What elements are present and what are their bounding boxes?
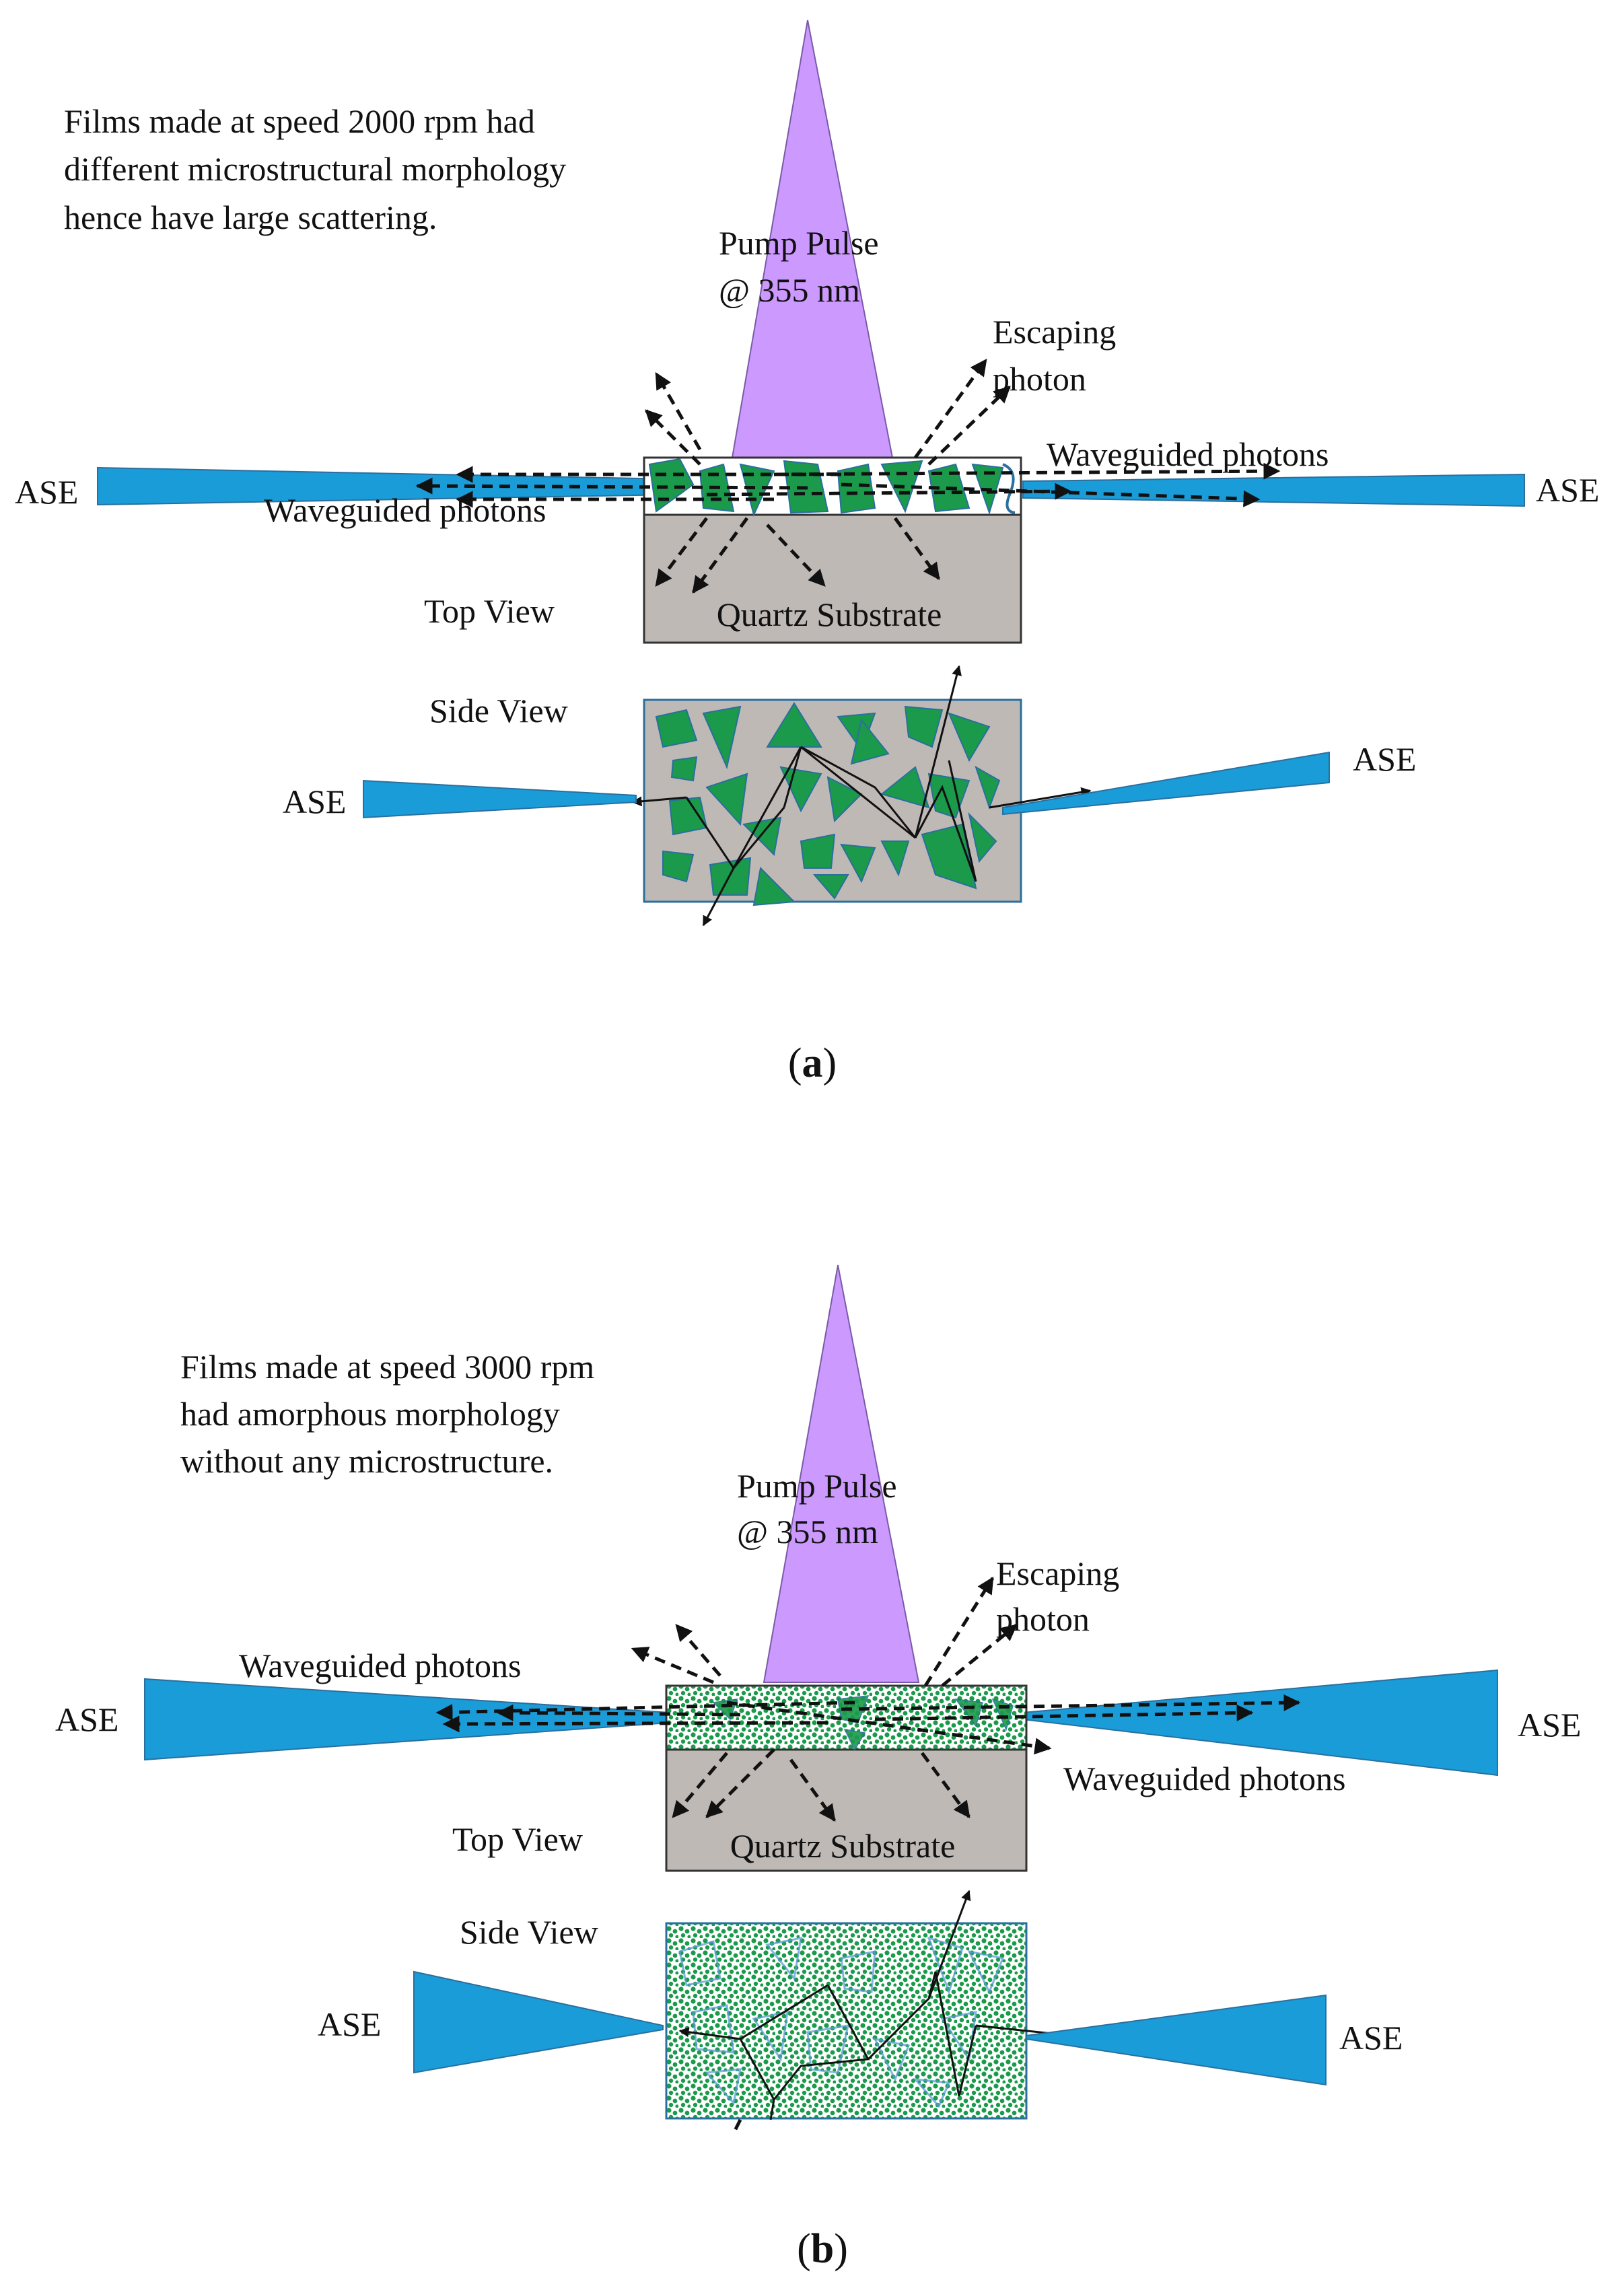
ase-side-wedge-left	[413, 1970, 664, 2074]
waveguided-label-left: Waveguided photons	[239, 1647, 522, 1684]
side-view-label: Side View	[460, 1913, 598, 1951]
note-line-2: different microstructural morphology	[64, 150, 566, 188]
pump-label-1: Pump Pulse	[737, 1467, 897, 1505]
ase-label-top-right: ASE	[1518, 1706, 1581, 1744]
waveguided-label-right: Waveguided photons	[1063, 1760, 1346, 1797]
ase-side-wedge-left	[363, 779, 637, 819]
ase-label-top-left: ASE	[15, 473, 78, 511]
pump-label-2: @ 355 nm	[737, 1513, 878, 1550]
top-view-label: Top View	[424, 592, 555, 630]
ase-label-side-left: ASE	[283, 783, 346, 820]
note-line-1: Films made at speed 3000 rpm	[180, 1348, 594, 1386]
note-line-3: without any microstructure.	[180, 1442, 553, 1480]
escaping-label-2: photon	[996, 1600, 1090, 1638]
top-view-label: Top View	[452, 1820, 583, 1858]
ase-label-side-right: ASE	[1353, 740, 1416, 778]
ase-label-side-left: ASE	[318, 2005, 381, 2043]
waveguided-label-left: Waveguided photons	[264, 491, 546, 529]
caption-b: (b)	[797, 2226, 848, 2272]
ase-wedge-left	[144, 1678, 670, 1761]
substrate-label: Quartz Substrate	[717, 596, 942, 633]
ase-label-top-left: ASE	[55, 1701, 118, 1738]
escaping-label-2: photon	[993, 360, 1086, 398]
ase-wedge-right	[1022, 473, 1525, 507]
escaping-label-1: Escaping	[996, 1554, 1119, 1592]
pump-label-1: Pump Pulse	[719, 224, 879, 262]
side-view-crystals	[655, 702, 1001, 906]
ase-label-side-right: ASE	[1339, 2019, 1403, 2056]
note-line-3: hence have large scattering.	[64, 199, 437, 236]
side-view-label: Side View	[429, 692, 568, 729]
panel-b: Films made at speed 3000 rpm had amorpho…	[55, 1264, 1581, 2272]
pump-beam	[763, 1264, 920, 1683]
note-line-1: Films made at speed 2000 rpm had	[64, 102, 535, 140]
ase-label-top-right: ASE	[1536, 471, 1599, 509]
ase-side-wedge-right	[1026, 1994, 1327, 2086]
note-line-2: had amorphous morphology	[180, 1395, 560, 1433]
ase-side-wedge-right	[1002, 751, 1330, 816]
waveguided-label-right: Waveguided photons	[1047, 435, 1329, 473]
caption-a: (a)	[788, 1040, 837, 1086]
panel-a: Films made at speed 2000 rpm had differe…	[15, 20, 1599, 1086]
pump-label-2: @ 355 nm	[719, 271, 860, 309]
side-view-ray-paths	[631, 665, 1092, 927]
side-view-faint-crystals	[678, 1936, 1005, 2108]
substrate-label: Quartz Substrate	[730, 1827, 956, 1865]
escaping-label-1: Escaping	[993, 313, 1116, 351]
